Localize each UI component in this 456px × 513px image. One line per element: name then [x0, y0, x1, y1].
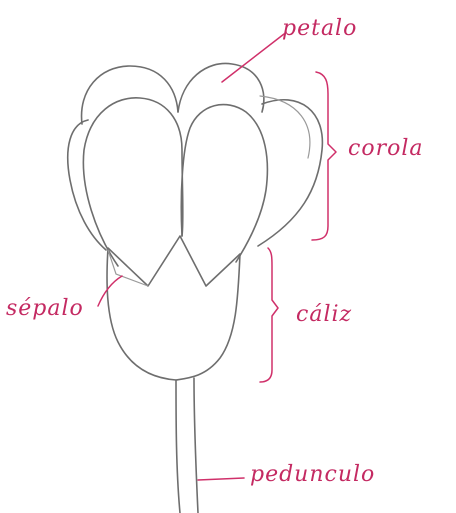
calyx-bracket — [260, 248, 278, 382]
calyx-label: cáliz — [296, 302, 352, 327]
corolla-label: corola — [348, 136, 423, 161]
back-petal-left — [82, 66, 178, 124]
front-petal-right — [181, 105, 267, 262]
corolla-bracket — [312, 72, 336, 240]
peduncle-leader-line — [198, 478, 244, 480]
calyx-outline — [107, 236, 240, 380]
sepal-label: sépalo — [6, 296, 84, 321]
peduncle-stem-right — [194, 378, 198, 513]
petal-label: petalo — [282, 16, 357, 41]
peduncle-stem-left — [176, 380, 180, 513]
petal-leader-line — [222, 34, 284, 82]
inner-petal-line — [260, 96, 310, 158]
sepal-leader-line — [98, 276, 122, 306]
peduncle-label: pedunculo — [250, 462, 375, 487]
front-petal-left — [83, 98, 183, 266]
